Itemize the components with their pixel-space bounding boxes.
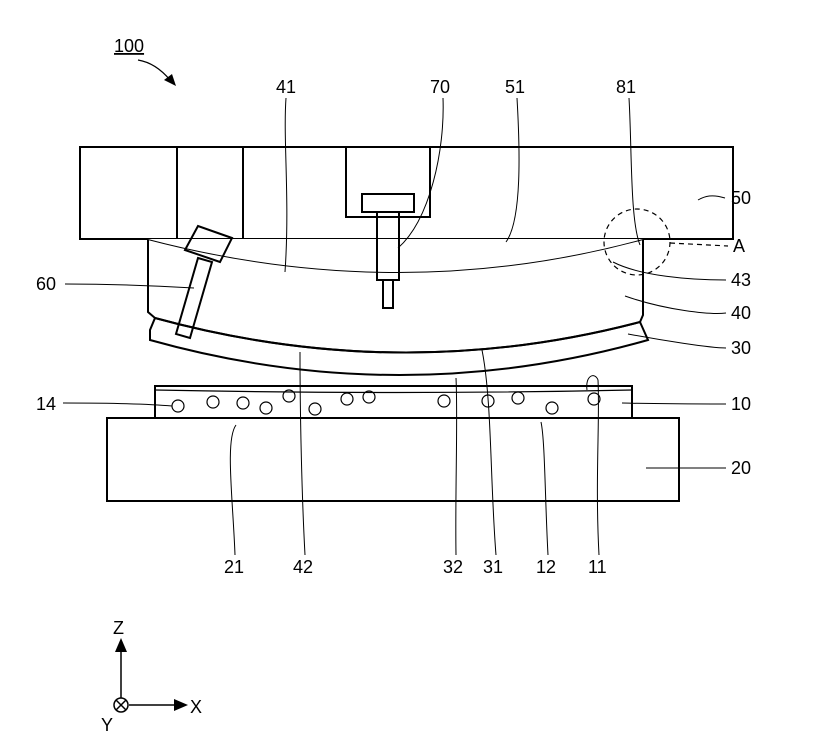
label-14: 14 [36, 394, 56, 414]
figure-label: 100 [114, 36, 144, 56]
base-20 [107, 418, 679, 501]
label-21: 21 [224, 557, 244, 577]
label-40: 40 [731, 303, 751, 323]
label-11: 11 [588, 557, 607, 577]
balls-14 [172, 390, 600, 415]
label-12: 12 [536, 557, 556, 577]
label-30: 30 [731, 338, 751, 358]
label-43: 43 [731, 270, 751, 290]
label-20: 20 [731, 458, 751, 478]
label-41: 41 [276, 77, 296, 97]
layer-10 [155, 386, 632, 418]
figure-label-arrow [138, 60, 170, 80]
label-42: 42 [293, 557, 313, 577]
coordinate-axes [114, 638, 188, 712]
label-70: 70 [430, 77, 450, 97]
label-10: 10 [731, 394, 751, 414]
leader-a [670, 243, 728, 246]
label-a: A [733, 236, 745, 256]
label-81: 81 [616, 77, 636, 97]
label-60: 60 [36, 274, 56, 294]
label-32: 32 [443, 557, 463, 577]
label-51: 51 [505, 77, 525, 97]
axis-z-label: Z [113, 618, 124, 638]
label-31: 31 [483, 557, 503, 577]
axis-x-label: X [190, 697, 202, 717]
label-50: 50 [731, 188, 751, 208]
axis-y-label: Y [101, 715, 113, 735]
